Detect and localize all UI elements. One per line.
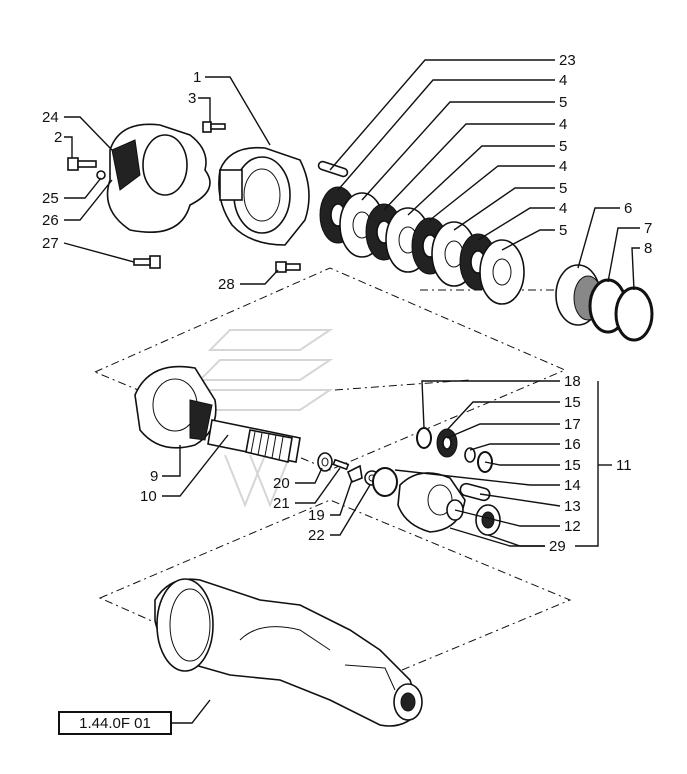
reference-code-box: 1.44.0F 01 xyxy=(58,711,172,735)
callout-13: 13 xyxy=(564,498,581,515)
callout-4d: 4 xyxy=(559,200,567,217)
callout-5d: 5 xyxy=(559,222,567,239)
callout-21: 21 xyxy=(273,495,290,512)
ring-8 xyxy=(614,286,654,342)
shaft-part xyxy=(207,419,301,463)
callout-5a: 5 xyxy=(559,94,567,111)
callout-18: 18 xyxy=(564,373,581,390)
callout-28: 28 xyxy=(218,276,235,293)
leader-lines xyxy=(63,59,640,724)
diff-carrier-12 xyxy=(397,472,466,533)
watermark xyxy=(187,329,334,508)
callout-10: 10 xyxy=(140,488,157,505)
callout-15a: 15 xyxy=(564,394,581,411)
bolt-28 xyxy=(275,261,301,273)
support-part xyxy=(134,365,217,449)
callout-2: 2 xyxy=(54,129,62,146)
callout-11: 11 xyxy=(616,457,632,474)
callout-17: 17 xyxy=(564,416,581,433)
callout-27: 27 xyxy=(42,235,59,252)
washer-20 xyxy=(317,452,333,472)
callout-5c: 5 xyxy=(559,180,567,197)
housing-part xyxy=(218,146,310,246)
washer-16 xyxy=(464,447,476,463)
callout-19: 19 xyxy=(308,507,325,524)
disc-stack xyxy=(319,186,525,305)
part-19 xyxy=(346,464,363,484)
callout-15b: 15 xyxy=(564,457,581,474)
callout-29: 29 xyxy=(549,538,566,555)
axle-housing-part xyxy=(154,578,423,727)
callout-8: 8 xyxy=(644,240,652,257)
callout-24: 24 xyxy=(42,109,59,126)
callout-4b: 4 xyxy=(559,116,567,133)
bolt-2 xyxy=(67,157,106,180)
bolt-3 xyxy=(202,121,226,133)
pin-21 xyxy=(332,458,350,471)
callout-5b: 5 xyxy=(559,138,567,155)
callout-25: 25 xyxy=(42,190,59,207)
bearing-17 xyxy=(436,428,458,458)
dust-cover-part xyxy=(106,123,211,234)
ring-18 xyxy=(416,427,432,449)
ring-gear-14 xyxy=(372,467,398,497)
callout-22: 22 xyxy=(308,527,325,544)
callout-4c: 4 xyxy=(559,158,567,175)
callout-23: 23 xyxy=(559,52,576,69)
pin-part xyxy=(317,160,349,178)
callout-1: 1 xyxy=(193,69,201,86)
callout-numbers: 1 2 3 4 4 4 4 5 5 5 5 6 7 8 9 10 11 12 1… xyxy=(42,52,652,555)
callout-7: 7 xyxy=(644,220,652,237)
callout-14: 14 xyxy=(564,477,581,494)
reference-code: 1.44.0F 01 xyxy=(79,714,151,732)
callout-4a: 4 xyxy=(559,72,567,89)
callout-16: 16 xyxy=(564,436,581,453)
callout-12: 12 xyxy=(564,518,581,535)
callout-6: 6 xyxy=(624,200,632,217)
bolt-27 xyxy=(133,255,161,269)
callout-3: 3 xyxy=(188,90,196,107)
callout-20: 20 xyxy=(273,475,290,492)
callout-26: 26 xyxy=(42,212,59,229)
callout-9: 9 xyxy=(150,468,158,485)
